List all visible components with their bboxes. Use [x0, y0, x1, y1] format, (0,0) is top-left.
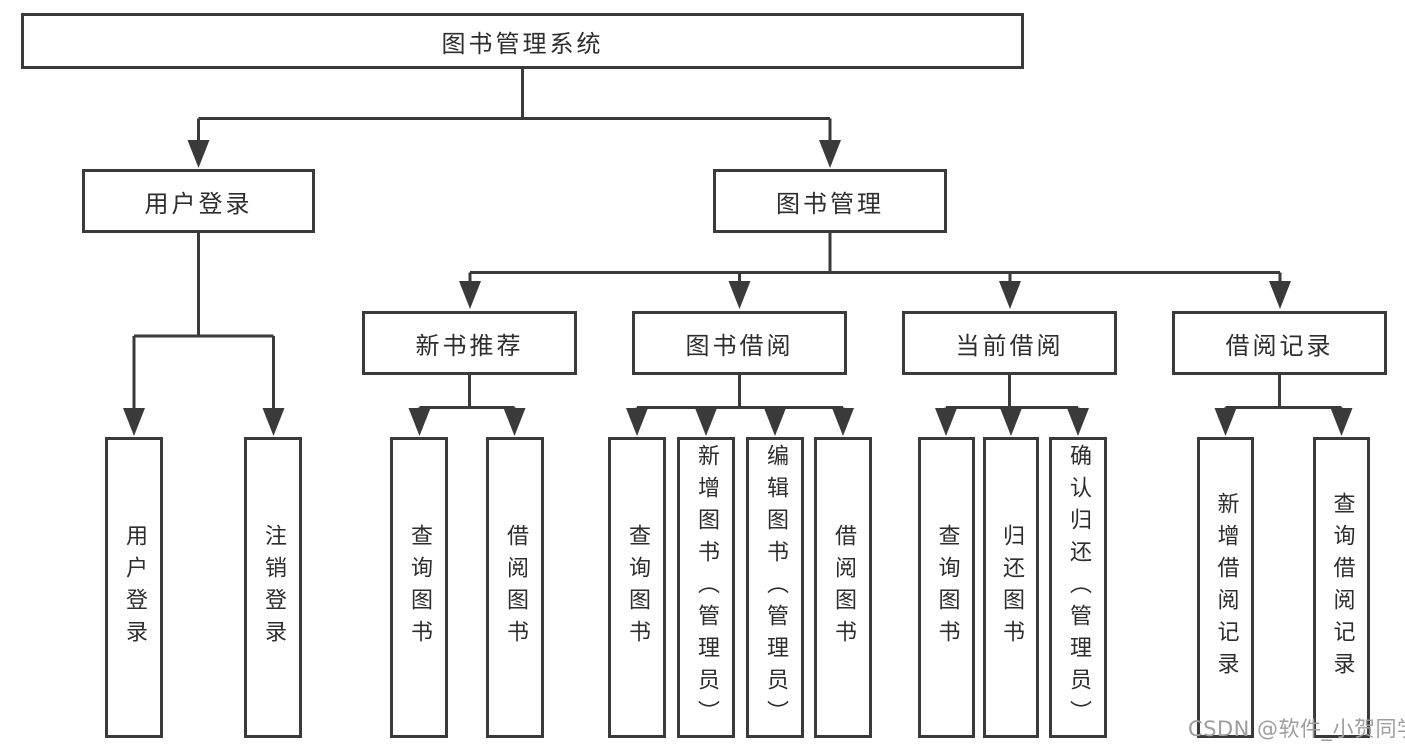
arrowhead-icon	[695, 408, 717, 436]
arrowhead-icon	[459, 281, 481, 309]
leaf-borrow-books: 借阅图书	[814, 437, 872, 738]
arrowhead-icon	[262, 408, 285, 436]
arrowhead-icon	[999, 281, 1021, 309]
watermark: CSDN @软件_小贺同学	[1188, 717, 1405, 741]
arrowhead-icon	[187, 140, 210, 168]
node-book-borrowing: 图书借阅	[632, 311, 847, 375]
arrowhead-icon	[764, 408, 786, 436]
arrowhead-icon	[1000, 408, 1022, 436]
arrowhead-icon	[1269, 281, 1291, 309]
arrowhead-icon	[626, 408, 648, 436]
leaf-query-books-borrow: 查询图书	[608, 437, 666, 738]
node-new-book-recommendation: 新书推荐	[362, 311, 577, 375]
node-current-borrowing: 当前借阅	[902, 311, 1117, 375]
arrowhead-icon	[1214, 408, 1237, 436]
leaf-add-books-admin: 新增图书（管理员）	[677, 437, 735, 738]
arrowhead-icon	[1067, 408, 1089, 436]
leaf-borrow-books-recommend: 借阅图书	[486, 437, 544, 738]
node-library-system: 图书管理系统	[21, 13, 1024, 69]
arrowhead-icon	[408, 408, 431, 436]
node-user-login: 用户登录	[82, 169, 315, 233]
leaf-confirm-return-admin: 确认归还（管理员）	[1049, 437, 1107, 738]
leaf-user-login: 用户登录	[105, 437, 163, 738]
leaf-query-borrow-record: 查询借阅记录	[1313, 437, 1370, 738]
arrowhead-icon	[935, 408, 957, 436]
arrowhead-icon	[832, 408, 854, 436]
arrowhead-icon	[1330, 408, 1353, 436]
leaf-add-borrow-record: 新增借阅记录	[1197, 437, 1254, 738]
leaf-query-books-current: 查询图书	[918, 437, 975, 738]
node-book-management: 图书管理	[713, 169, 947, 233]
arrowhead-icon	[728, 281, 751, 309]
arrowhead-icon	[503, 408, 526, 436]
arrowhead-icon	[123, 408, 145, 436]
leaf-logout: 注销登录	[244, 437, 302, 738]
leaf-edit-books-admin: 编辑图书（管理员）	[746, 437, 804, 738]
arrowhead-icon	[819, 140, 841, 168]
node-borrowing-records: 借阅记录	[1172, 311, 1387, 375]
leaf-return-books: 归还图书	[983, 437, 1039, 738]
leaf-query-books-recommend: 查询图书	[390, 437, 448, 738]
